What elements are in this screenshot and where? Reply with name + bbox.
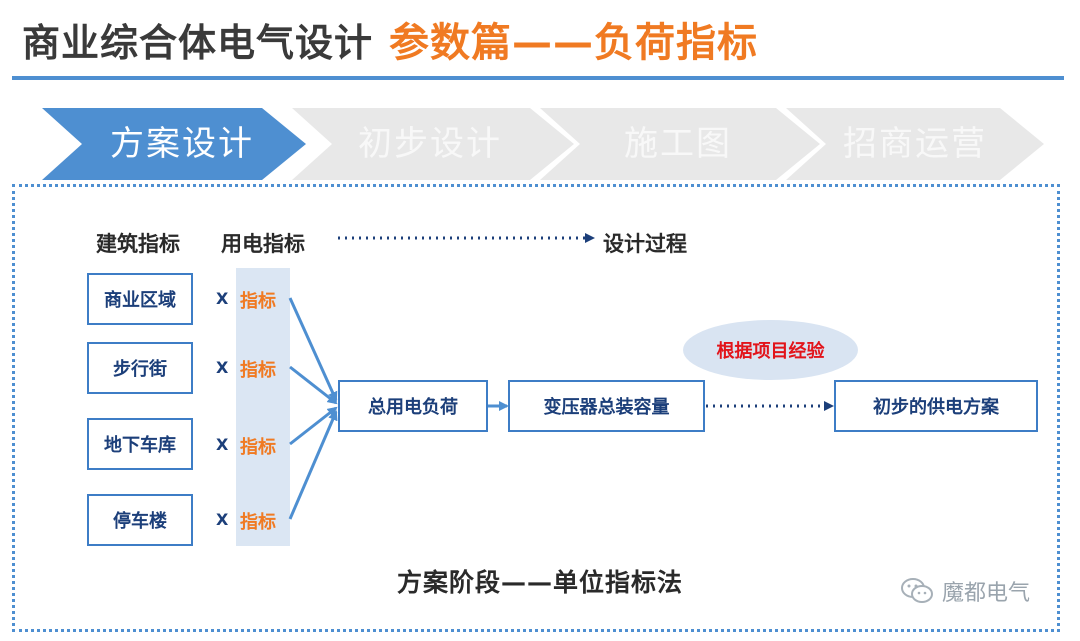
- stage-chevrons: [42, 108, 1044, 180]
- multiplier-1: X: [216, 289, 229, 308]
- header-power-index: 用电指标: [221, 232, 305, 256]
- preliminary-scheme-box: 初步的供电方案: [834, 380, 1038, 432]
- index-label-2: 指标: [240, 360, 276, 381]
- stage-label-2: 初步设计: [358, 124, 502, 164]
- stage-label-4: 招商运营: [843, 124, 987, 164]
- header-design-process: 设计过程: [603, 232, 687, 256]
- stage-chevron-2: [292, 108, 574, 180]
- area-box-pedestrian-street: 步行街: [87, 342, 193, 394]
- index-label-4: 指标: [240, 512, 276, 533]
- area-box-parking-building: 停车楼: [87, 494, 193, 546]
- title-divider: [12, 76, 1064, 80]
- title-accent: 参数篇——负荷指标: [389, 20, 759, 66]
- watermark: 魔都电气: [900, 575, 1030, 607]
- total-load-box: 总用电负荷: [338, 380, 488, 432]
- stage-label-1: 方案设计: [110, 124, 254, 164]
- area-box-commercial: 商业区域: [87, 273, 193, 325]
- area-box-underground-garage: 地下车库: [87, 418, 193, 470]
- method-caption: 方案阶段——单位指标法: [396, 568, 683, 597]
- wechat-icon: [901, 578, 933, 603]
- header-building-index: 建筑指标: [96, 232, 180, 256]
- arrow-index-2: [289, 365, 338, 405]
- stage-chevron-4: [786, 108, 1044, 180]
- arrow-index-4: [288, 410, 338, 520]
- page-title: 商业综合体电气设计 参数篇——负荷指标: [22, 10, 758, 74]
- index-label-3: 指标: [240, 437, 276, 458]
- multiplier-2: X: [216, 358, 229, 377]
- arrow-index-1: [288, 297, 338, 402]
- transformer-capacity-box: 变压器总装容量: [508, 380, 705, 432]
- index-column-band: [236, 268, 290, 546]
- multiplier-3: X: [216, 435, 229, 454]
- stage-chevron-1: [42, 108, 306, 180]
- experience-note-ellipse: 根据项目经验: [683, 320, 858, 380]
- watermark-text: 魔都电气: [942, 581, 1031, 606]
- stage-chevron-3: [540, 108, 820, 180]
- title-main: 商业综合体电气设计: [22, 21, 374, 65]
- stage-label-3: 施工图: [624, 124, 732, 164]
- multiplier-4: X: [216, 510, 229, 529]
- index-label-1: 指标: [240, 291, 276, 312]
- content-frame: [12, 184, 1060, 632]
